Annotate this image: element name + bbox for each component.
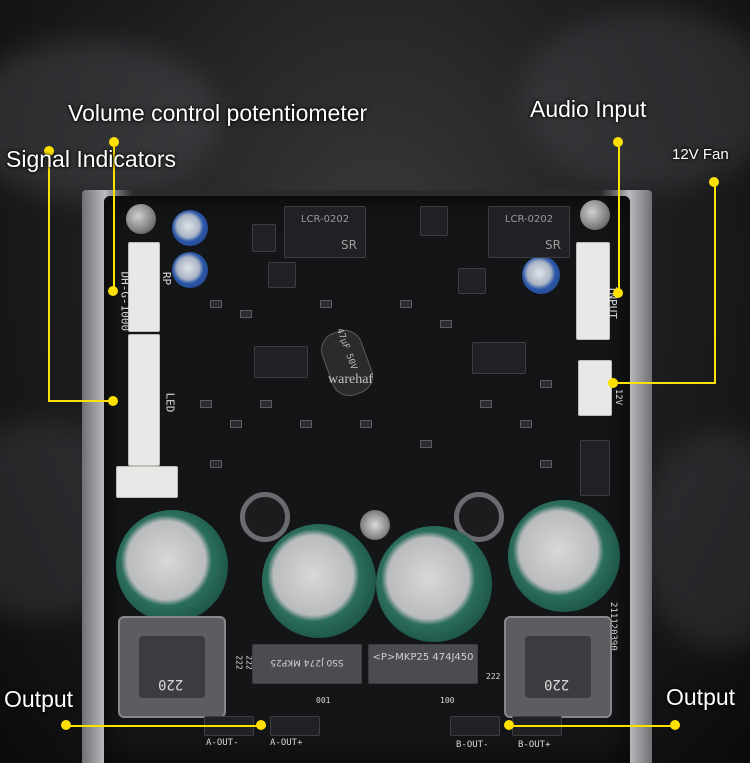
smd-resistor: [420, 440, 432, 448]
annotation-line: [714, 182, 716, 384]
chip-label: LCR-0202: [504, 214, 554, 225]
mounting-screw-left: [126, 204, 156, 234]
small-capacitor: [360, 510, 390, 540]
silk-led: LED: [163, 392, 177, 413]
label-volume-potentiometer: Volume control potentiometer: [68, 100, 368, 126]
silk-fan-pins: 12V: [613, 388, 624, 406]
regulator-ic: [580, 440, 610, 496]
potentiometer-connector: [128, 242, 160, 332]
annotation-line: [612, 382, 716, 384]
smd-resistor: [230, 420, 242, 428]
storm-cloud: [0, 40, 220, 200]
smd-resistor: [200, 400, 212, 408]
silk-part-code: DH-G-1000: [118, 271, 132, 332]
annotation-dot: [61, 720, 71, 730]
smd-resistor: [240, 310, 252, 318]
filter-capacitor: [376, 526, 492, 642]
annotation-dot: [504, 720, 514, 730]
op-amp-chip: [458, 268, 486, 294]
annotation-dot: [613, 137, 623, 147]
smd-resistor: [540, 380, 552, 388]
inductor-core: [524, 635, 592, 699]
annotation-line: [48, 400, 114, 402]
annotation-dot: [608, 378, 618, 388]
silk-222: 222: [234, 655, 244, 670]
annotation-dot: [709, 177, 719, 187]
annotation-dot: [256, 720, 266, 730]
op-amp-chip: [420, 206, 448, 236]
mounting-screw-right: [580, 200, 610, 230]
annotation-dot: [109, 137, 119, 147]
output-inductor-right: 220: [504, 616, 612, 718]
annotation-line: [66, 725, 266, 727]
smd-resistor: [540, 460, 552, 468]
lcr-chip-1: LCR-0202 SR: [284, 206, 366, 258]
standoff: [240, 492, 290, 542]
smd-resistor: [320, 300, 332, 308]
led-connector-base: [116, 466, 178, 498]
chip-label: SR: [545, 238, 561, 252]
storm-cloud: [640, 430, 750, 650]
op-amp-chip: [252, 224, 276, 252]
smd-resistor: [360, 420, 372, 428]
op-amp-chip: [268, 262, 296, 288]
silk-222: 222: [486, 672, 501, 681]
smd-resistor: [400, 300, 412, 308]
storm-cloud: [520, 10, 750, 190]
label-output-right: Output: [666, 684, 736, 710]
watermark: warehaf: [328, 372, 374, 387]
film-capacitor-2: <P>MKP25 474J450: [368, 644, 478, 684]
output-terminal-pad: [270, 716, 320, 736]
annotation-line: [48, 150, 50, 402]
label-fan: 12V Fan: [672, 146, 729, 163]
small-electrolytic-capacitor: [522, 256, 560, 294]
filter-capacitor: [508, 500, 620, 612]
silk-001: 001: [316, 696, 331, 705]
terminal-a-out-minus: A-OUT-: [206, 738, 239, 748]
output-terminal-pad: [450, 716, 500, 736]
led-indicator-connector: [128, 334, 160, 466]
annotation-dot: [670, 720, 680, 730]
smd-resistor: [520, 420, 532, 428]
small-electrolytic-capacitor: [172, 252, 208, 288]
smd-resistor: [480, 400, 492, 408]
smd-resistor: [440, 320, 452, 328]
terminal-b-out-minus: B-OUT-: [456, 740, 489, 750]
lcr-chip-2: LCR-0202 SR: [488, 206, 570, 258]
silk-rp: RP: [160, 271, 174, 286]
inductor-core: [138, 635, 206, 699]
annotation-line: [508, 725, 676, 727]
filter-capacitor: [262, 524, 376, 638]
label-audio-input: Audio Input: [530, 96, 647, 122]
annotation-dot: [44, 146, 54, 156]
label-signal-indicators: Signal Indicators: [6, 146, 177, 172]
annotation-dot: [613, 288, 623, 298]
inductor-label: 220: [158, 676, 184, 692]
silk-100: 100: [440, 696, 455, 705]
terminal-b-out-plus: B-OUT+: [518, 740, 551, 750]
driver-ic: [254, 346, 308, 378]
chip-label: LCR-0202: [300, 214, 350, 225]
smd-resistor: [260, 400, 272, 408]
annotation-dot: [108, 286, 118, 296]
annotation-dot: [108, 396, 118, 406]
output-inductor-left: 220: [118, 616, 226, 718]
smd-resistor: [210, 460, 222, 468]
inductor-label: 220: [544, 676, 570, 692]
fan-connector: [578, 360, 612, 416]
annotation-line: [113, 142, 115, 292]
film-cap-label: <P>MKP25 474J450: [372, 652, 474, 663]
smd-resistor: [300, 420, 312, 428]
terminal-a-out-plus: A-OUT+: [270, 738, 303, 748]
label-output-left: Output: [4, 686, 74, 712]
chip-label: SR: [341, 238, 357, 252]
annotation-line: [618, 142, 620, 294]
film-capacitor-1: SS0 J274 MKP25: [252, 644, 362, 684]
smd-resistor: [210, 300, 222, 308]
small-electrolytic-capacitor: [172, 210, 208, 246]
audio-input-connector: [576, 242, 610, 340]
filter-capacitor: [116, 510, 228, 622]
driver-ic: [472, 342, 526, 374]
film-cap-label: SS0 J274 MKP25: [270, 657, 344, 667]
